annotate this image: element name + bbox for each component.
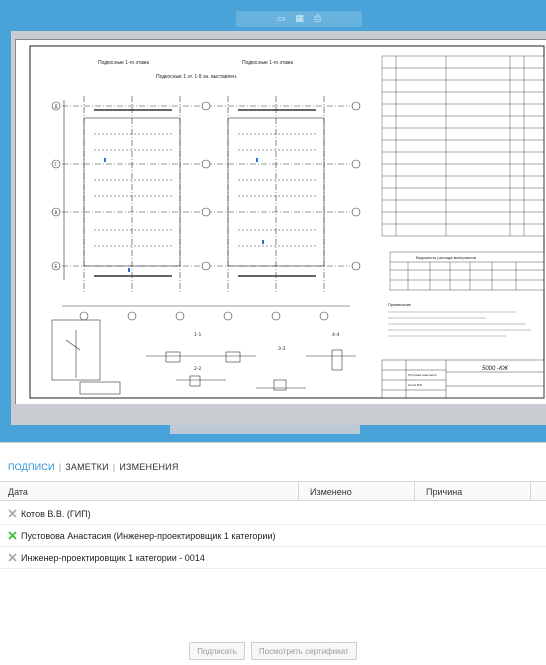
title-block	[381, 359, 545, 399]
svg-text:1-1: 1-1	[194, 332, 201, 338]
print-icon[interactable]: ⎙	[313, 14, 322, 24]
tab-notes[interactable]: ЗАМЕТКИ	[65, 462, 109, 472]
column-divider[interactable]	[414, 482, 415, 501]
svg-text:2-2: 2-2	[194, 366, 201, 372]
materials-table	[389, 251, 545, 291]
svg-text:Г: Г	[55, 162, 58, 167]
plan-left	[62, 96, 206, 307]
tab-separator: |	[58, 462, 62, 472]
x-gray-icon	[8, 509, 17, 518]
signature-text: Пустовова Анастасия (Инженер-проектировщ…	[21, 530, 276, 541]
column-divider[interactable]	[530, 482, 531, 501]
plan-right-title: Подкосные 1-го этажа	[242, 60, 293, 66]
axis-markers	[51, 101, 361, 321]
signatures-grid-header: Дата Изменено Причина	[0, 481, 546, 501]
section-details	[51, 319, 356, 395]
svg-text:Б: Б	[55, 264, 58, 269]
view-certificate-button[interactable]: Посмотреть сертификат	[250, 642, 357, 660]
plan-right	[206, 96, 350, 307]
materials-table-title: Ведомость расхода материалов	[416, 255, 476, 260]
svg-text:В: В	[55, 210, 58, 215]
plan-subtitle: Подкосные 1 эт. 1-9 эн. выставлен.	[156, 74, 237, 80]
grid-icon[interactable]: ▦	[295, 14, 304, 24]
signatures-panel: ПОДПИСИ | ЗАМЕТКИ | ИЗМЕНЕНИЯ Дата Измен…	[0, 442, 546, 665]
plan-left-title: Подкосные 1-го этажа	[98, 60, 149, 66]
stamp-author-1: Пустовая Анастасия	[408, 373, 437, 377]
drawing-sheet: Подкосные 1-го этажа Подкосные 1-го этаж…	[15, 39, 546, 404]
tab-changes[interactable]: ИЗМЕНЕНИЯ	[119, 462, 179, 472]
viewer-scrollbar[interactable]	[170, 425, 360, 434]
signature-row[interactable]: Инженер-проектировщик 1 категории - 0014	[0, 547, 546, 569]
column-divider[interactable]	[298, 482, 299, 501]
x-gray-icon	[8, 553, 17, 562]
stamp-code: 5000 -КЖ	[482, 366, 509, 372]
drawing-svg: Подкосные 1-го этажа Подкосные 1-го этаж…	[29, 45, 545, 399]
panel-actions: Подписать Посмотреть сертификат	[0, 642, 546, 660]
tab-separator: |	[112, 462, 116, 472]
svg-text:Д: Д	[55, 104, 58, 109]
spec-table	[381, 55, 545, 237]
column-reason[interactable]: Причина	[426, 487, 463, 497]
notes-lines	[388, 311, 531, 337]
axis-letters: Д Г В Б	[55, 104, 58, 269]
tab-signatures[interactable]: ПОДПИСИ	[8, 462, 55, 472]
column-changed[interactable]: Изменено	[310, 487, 352, 497]
signature-text: Инженер-проектировщик 1 категории - 0014	[21, 552, 205, 563]
signature-text: Котов В.В. (ГИП)	[21, 508, 91, 519]
signatures-list: Котов В.В. (ГИП) Пустовова Анастасия (Ин…	[0, 503, 546, 569]
page-icon[interactable]: ▭	[276, 14, 286, 24]
column-date[interactable]: Дата	[8, 487, 28, 497]
blue-markers	[104, 158, 264, 272]
svg-text:3-3: 3-3	[278, 346, 285, 352]
stamp-author-2: Котов В.В.	[408, 383, 423, 387]
signature-row[interactable]: Котов В.В. (ГИП)	[0, 503, 546, 525]
x-green-icon	[8, 531, 17, 540]
signature-row[interactable]: Пустовова Анастасия (Инженер-проектировщ…	[0, 525, 546, 547]
notes-title: Примечание	[388, 302, 412, 307]
sign-button[interactable]: Подписать	[189, 642, 245, 660]
panel-tabs: ПОДПИСИ | ЗАМЕТКИ | ИЗМЕНЕНИЯ	[8, 462, 179, 472]
viewer-toolbar: ▭ ▦ ⎙	[236, 11, 362, 27]
svg-text:4-4: 4-4	[332, 332, 339, 338]
section-labels: 1-1 2-2 3-3 4-4	[194, 332, 339, 372]
